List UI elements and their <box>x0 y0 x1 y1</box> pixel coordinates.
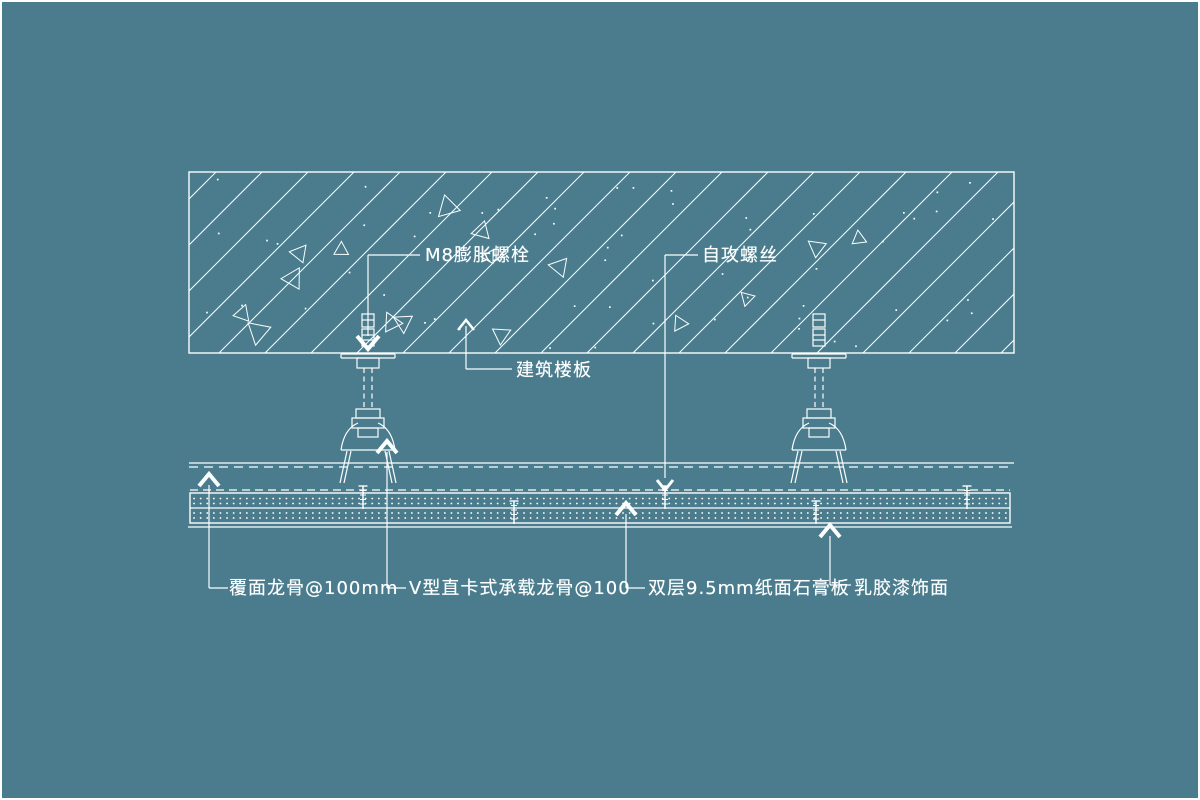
label-load-bearing-keel: V型直卡式承载龙骨@100 <box>409 578 631 599</box>
floor-slab-section <box>188 171 1015 354</box>
label-self-tapping-screw: 自攻螺丝 <box>702 245 778 266</box>
ceiling-layers <box>188 462 1014 528</box>
hanger-assembly <box>790 313 848 484</box>
label-covering-keel: 覆面龙骨@100mm <box>229 578 399 599</box>
label-expansion-bolt: M8膨胀螺栓 <box>425 245 530 266</box>
screw <box>811 500 821 524</box>
leader-lines <box>197 254 851 589</box>
label-paint-finish: 乳胶漆饰面 <box>854 578 949 599</box>
screw <box>358 485 368 509</box>
screw <box>962 485 972 509</box>
screw <box>509 500 519 524</box>
label-floor-slab: 建筑楼板 <box>516 360 592 381</box>
label-gypsum-board: 双层9.5mm纸面石膏板 <box>648 578 850 599</box>
